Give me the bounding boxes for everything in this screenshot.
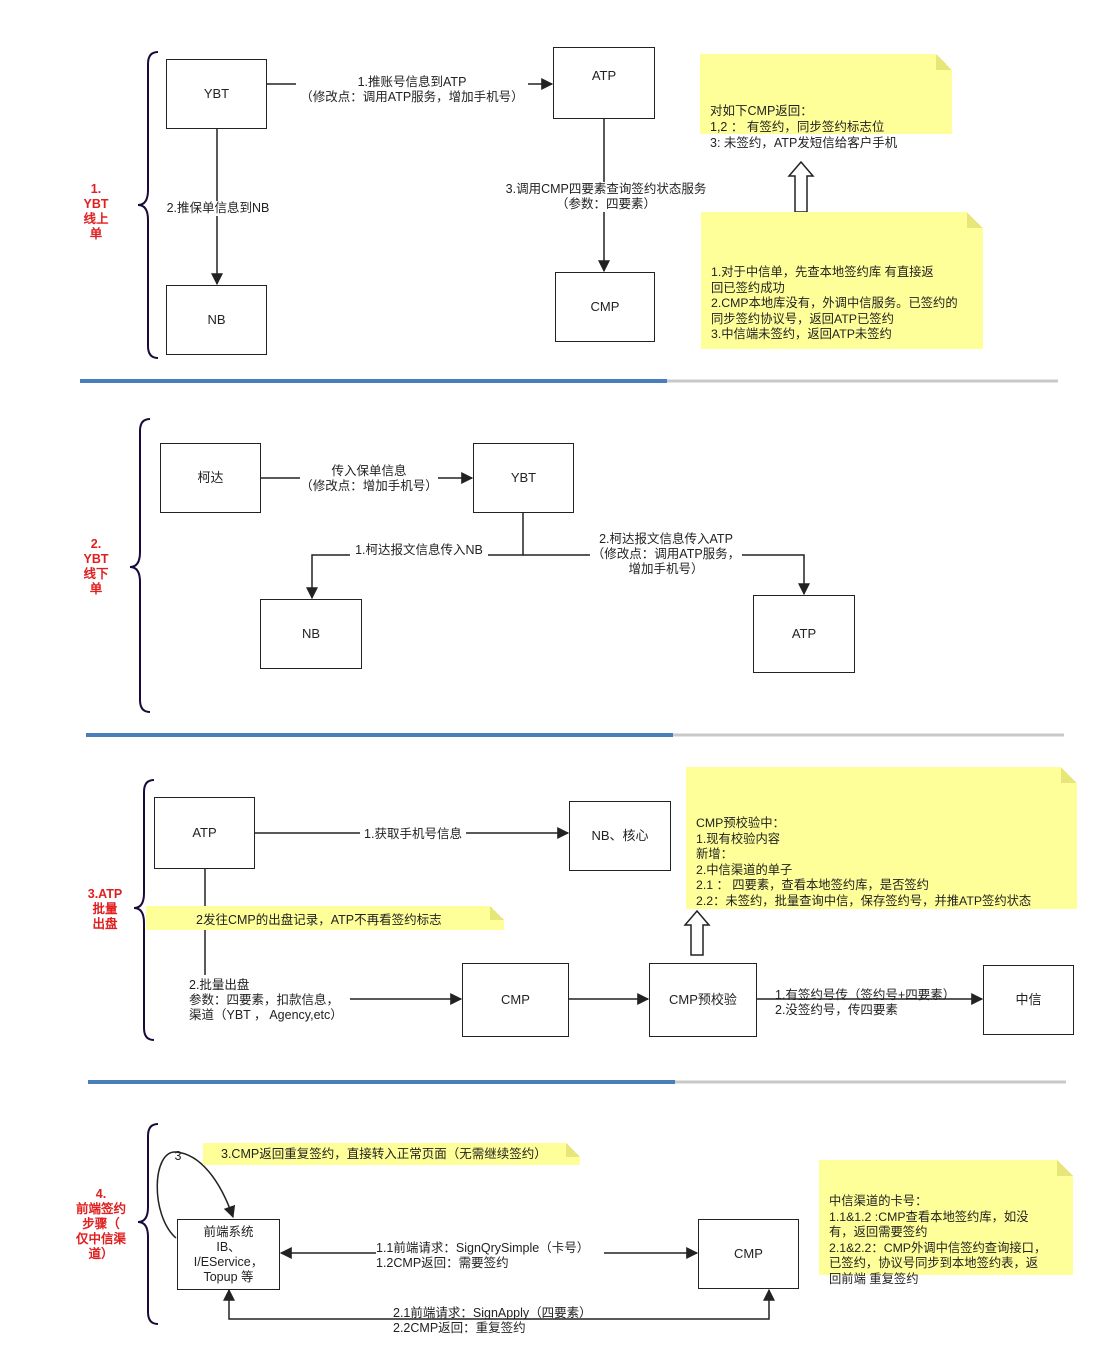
note-fold-corner xyxy=(967,212,983,228)
s1-ybt-node: YBT xyxy=(166,59,267,129)
s1-cmp-node: CMP xyxy=(555,272,655,342)
s3-edge-label-atp-nb: 1.获取手机号信息 xyxy=(360,827,466,842)
s2-edge-label-ybt-nb: 1.柯达报文信息传入NB xyxy=(350,543,488,558)
s4-cmp-node: CMP xyxy=(698,1219,799,1289)
s4-banner-text: 3.CMP返回重复签约，直接转入正常页面（无需继续签约） xyxy=(221,1147,547,1161)
s3-cmp-precheck-node: CMP预校验 xyxy=(649,963,757,1037)
edge-s4-loop xyxy=(156,1151,236,1239)
s1-note-citic-logic: 1.对于中信单，先查本地签约库 有直接返 回已签约成功 2.CMP本地库没有，外… xyxy=(701,212,983,349)
s4-edge-label-step2: 2.1前端请求：SignApply（四要素） 2.2CMP返回：重复签约 xyxy=(393,1306,592,1335)
s3-edge-label-precheck-citic: 1.有签约号传（签约号+四要素） 2.没签约号，传四要素 xyxy=(775,988,956,1017)
s3-banner-no-sign-flag: 2发往CMP的出盘记录，ATP不再看签约标志 xyxy=(146,906,504,930)
s4-note-citic-card: 中信渠道的卡号： 1.1&1.2 :CMP查看本地签约库，如没 有，返回需要签约… xyxy=(819,1160,1073,1286)
s3-cmp-node: CMP xyxy=(462,963,569,1037)
section4-label: 4. 前端签约 步骤（ 仅中信渠 道） xyxy=(75,1187,126,1261)
s2-edge-label-keda-ybt: 传入保单信息 （修改点：增加手机号） xyxy=(300,464,438,494)
s2-nb-node: NB xyxy=(260,599,362,669)
s2-ybt-node: YBT xyxy=(473,443,574,513)
s1-note-cmp-return-text: 对如下CMP返回： 1,2 ： 有签约，同步签约标志位 3: 未签约，ATP发短… xyxy=(710,104,898,150)
hollow-up-arrow-s3 xyxy=(683,909,711,956)
note-fold-corner xyxy=(566,1143,580,1157)
s3-banner-text: 2发往CMP的出盘记录，ATP不再看签约标志 xyxy=(196,913,442,927)
section1-label: 1. YBT 线上单 xyxy=(83,182,109,241)
section2-label: 2. YBT 线下 单 xyxy=(83,537,109,596)
s3-citic-node: 中信 xyxy=(983,965,1074,1035)
s4-frontend-node: 前端系统 IB、 I/EService， Topup 等 xyxy=(177,1219,280,1290)
s3-note-precheck-text: CMP预校验中： 1.现有校验内容 新增： 2.中信渠道的单子 2.1 ： 四要… xyxy=(696,816,1032,908)
s1-atp-node: ATP xyxy=(553,47,655,119)
s2-atp-node: ATP xyxy=(753,595,855,673)
s4-loop-label: 3 xyxy=(174,1149,182,1163)
s1-edge-label-atp-cmp: 3.调用CMP四要素查询签约状态服务 （参数：四要素） xyxy=(495,182,717,212)
section3-label: 3.ATP 批量 出盘 xyxy=(87,887,123,931)
note-fold-corner xyxy=(1061,767,1077,783)
s3-note-precheck: CMP预校验中： 1.现有校验内容 新增： 2.中信渠道的单子 2.1 ： 四要… xyxy=(686,767,1077,909)
hollow-up-arrow-s1 xyxy=(787,160,815,213)
note-fold-corner xyxy=(936,54,952,70)
section3-brace xyxy=(133,779,155,1041)
section1-brace xyxy=(137,51,159,359)
s1-edge-label-ybt-atp: 1.推账号信息到ATP （修改点：调用ATP服务，增加手机号） xyxy=(296,75,528,105)
note-fold-corner xyxy=(490,906,504,920)
note-fold-corner xyxy=(1057,1160,1073,1176)
s3-atp-node: ATP xyxy=(154,797,255,869)
edge-s4-step2 xyxy=(223,1288,775,1320)
s3-nb-core-node: NB、核心 xyxy=(569,801,671,871)
s4-note-citic-card-text: 中信渠道的卡号： 1.1&1.2 :CMP查看本地签约库，如没 有，返回需要签约… xyxy=(829,1194,1047,1286)
s1-nb-node: NB xyxy=(166,285,267,355)
s4-banner-repeat-sign: 3.CMP返回重复签约，直接转入正常页面（无需继续签约） xyxy=(203,1143,580,1165)
s1-edge-label-ybt-nb: 2.推保单信息到NB xyxy=(162,201,274,216)
s2-edge-label-ybt-atp: 2.柯达报文信息传入ATP （修改点：调用ATP服务， 增加手机号） xyxy=(590,532,742,577)
s4-edge-label-step1: 1.1前端请求：SignQrySimple（卡号） 1.2CMP返回：需要签约 xyxy=(376,1241,604,1271)
s2-keda-node: 柯达 xyxy=(160,443,261,513)
s1-note-citic-logic-text: 1.对于中信单，先查本地签约库 有直接返 回已签约成功 2.CMP本地库没有，外… xyxy=(711,265,958,341)
s1-note-cmp-return: 对如下CMP返回： 1,2 ： 有签约，同步签约标志位 3: 未签约，ATP发短… xyxy=(700,54,952,150)
section2-brace xyxy=(129,418,151,713)
s3-edge-label-batch: 2.批量出盘 参数：四要素，扣款信息， 渠道（YBT ， Agency,etc） xyxy=(189,978,343,1022)
section4-brace xyxy=(137,1123,159,1325)
